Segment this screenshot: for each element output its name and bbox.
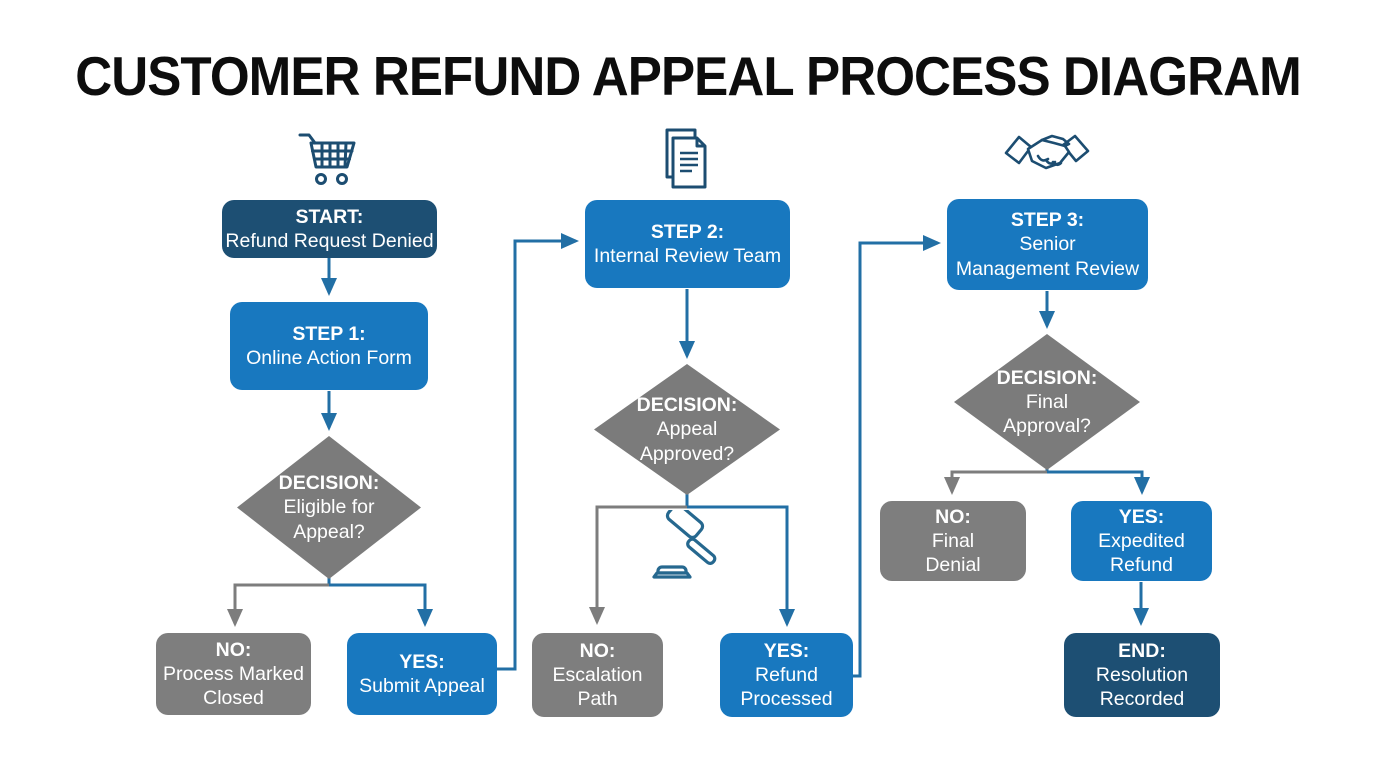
yes2-node: YES: Refund Processed (720, 633, 853, 717)
connector-yes1-to-step2 (496, 233, 579, 671)
step2-node-line: Internal Review Team (593, 245, 782, 267)
step2-node-title: STEP 2: (650, 220, 725, 243)
no2-node-line: Escalation (552, 663, 643, 686)
yes2-node-line: Processed (740, 688, 833, 711)
yes3-node-line: Expedited (1098, 529, 1185, 552)
no2-node-title: NO: (579, 639, 616, 662)
no2-node-line: Path (577, 688, 618, 711)
no3-node-title: NO: (935, 505, 971, 528)
end-node-title: END: (1118, 639, 1166, 662)
decision2-node-line: Approved? (639, 442, 735, 465)
connector-yes2-to-step3 (852, 235, 941, 678)
yes3-node-line: Refund (1110, 554, 1173, 577)
step3-node-line: Management Review (955, 257, 1140, 280)
end-node-line: Resolution (1095, 663, 1189, 686)
yes3-node-title: YES: (1118, 505, 1165, 528)
documents-icon (660, 127, 716, 198)
yes2-node-line: Refund (755, 663, 818, 686)
decision3-node-line: Approval? (1003, 415, 1091, 438)
start-node-line: Refund Request Denied (225, 230, 434, 252)
decision3-node-title: DECISION: (996, 366, 1098, 389)
decision1-node: DECISION: Eligible for Appeal? (237, 436, 421, 579)
arrow-decision1-yes (327, 576, 433, 627)
decision3-node-line: Final (1025, 390, 1069, 413)
decision1-node-title: DECISION: (278, 472, 380, 495)
no3-node-line: Final (931, 529, 975, 552)
no1-node-line: Closed (203, 687, 264, 710)
no1-node-title: NO: (215, 638, 252, 661)
step2-node: STEP 2: Internal Review Team (585, 200, 790, 288)
gavel-icon (648, 502, 726, 591)
end-node: END: Resolution Recorded (1064, 633, 1220, 717)
arrow-decision3-no (944, 470, 1047, 495)
handshake-icon (1003, 129, 1091, 190)
page-title: CUSTOMER REFUND APPEAL PROCESS DIAGRAM (75, 45, 1301, 107)
start-node-title: START: (295, 205, 364, 228)
decision2-node-line: Appeal (656, 418, 718, 441)
step1-node-line: Online Action Form (246, 347, 412, 369)
step3-node-title: STEP 3: (1010, 209, 1085, 232)
step3-node-line: Senior (1019, 233, 1076, 256)
yes1-node-title: YES: (399, 650, 445, 673)
arrow-decision3-yes (1045, 466, 1150, 495)
step3-node: STEP 3: Senior Management Review (947, 199, 1148, 290)
yes2-node-title: YES: (763, 639, 810, 662)
no3-node-line: Denial (925, 554, 981, 577)
yes1-node-line: Submit Appeal (359, 675, 485, 697)
arrow-decision1-no (227, 583, 329, 627)
no3-node: NO: Final Denial (880, 501, 1026, 581)
decision3-node: DECISION: Final Approval? (954, 334, 1140, 470)
no1-node: NO: Process Marked Closed (156, 633, 311, 715)
step1-node: STEP 1: Online Action Form (230, 302, 428, 390)
end-node-line: Recorded (1099, 688, 1185, 711)
no1-node-line: Process Marked (163, 662, 304, 685)
no2-node: NO: Escalation Path (532, 633, 663, 717)
yes3-node: YES: Expedited Refund (1071, 501, 1212, 581)
decision2-node: DECISION: Appeal Approved? (594, 364, 780, 495)
decision2-node-title: DECISION: (636, 394, 738, 417)
decision1-node-line: Eligible for (283, 496, 375, 519)
yes1-node: YES: Submit Appeal (347, 633, 497, 715)
start-node: START: Refund Request Denied (222, 200, 437, 258)
step1-node-title: STEP 1: (292, 322, 366, 345)
decision1-node-line: Appeal? (293, 520, 365, 543)
shopping-cart-icon (297, 129, 361, 194)
